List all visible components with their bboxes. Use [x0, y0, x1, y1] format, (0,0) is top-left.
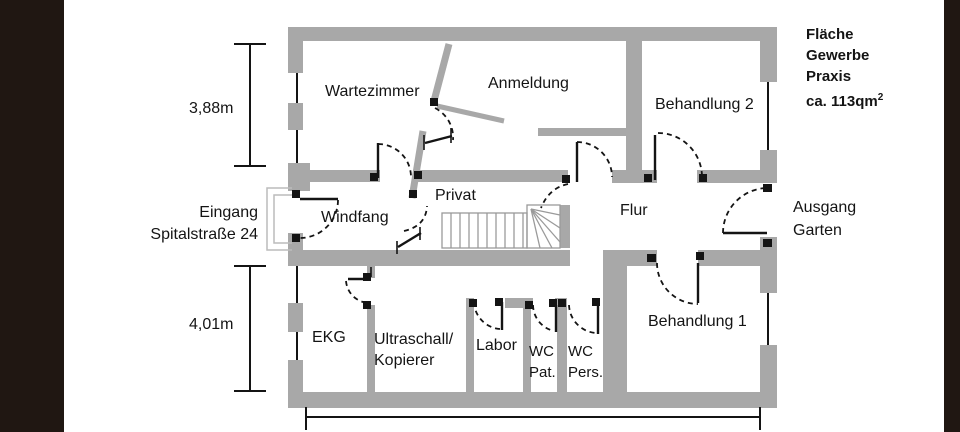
- room-label-wc-pers: WC Pers.: [568, 343, 604, 381]
- wall-left-segment-1: [288, 27, 303, 73]
- wall-privat-top: [418, 170, 568, 182]
- dimension-line-bottom: [305, 407, 761, 430]
- door-arc-ekg: [345, 280, 369, 304]
- room-label-wartezimmer: Wartezimmer: [325, 83, 420, 100]
- room-label-ultraschall-line2: Kopierer: [374, 352, 435, 369]
- exit-note-line2: Garten: [793, 222, 842, 239]
- wall-anmeldung-behandlung2-divider: [626, 41, 642, 172]
- wall-right-segment-4: [760, 345, 777, 408]
- right-letterbox-bar: [944, 0, 960, 432]
- room-label-windfang: Windfang: [321, 209, 389, 226]
- dimension-label-lower: 4,01m: [189, 316, 234, 333]
- interior-walls: [288, 41, 760, 392]
- wall-diagonal-wartezimmer-anmeldung: [430, 43, 453, 102]
- left-letterbox-bar: [0, 0, 64, 432]
- wall-windfang-top: [303, 170, 380, 182]
- door-arc-wc-pat: [532, 304, 555, 332]
- entrance-note-line2: Spitalstraße 24: [150, 226, 258, 243]
- door-leaf-windfang-privat: [397, 231, 422, 249]
- wall-right-segment-2: [760, 150, 777, 183]
- door-leaves: [300, 128, 767, 334]
- room-label-behandlung2: Behandlung 2: [655, 96, 754, 113]
- wall-anmeldung-counter: [538, 128, 628, 136]
- entrance-porch: [266, 187, 292, 251]
- windows: [296, 73, 769, 360]
- room-label-labor: Labor: [476, 337, 517, 354]
- door-arc-entrance: [299, 199, 339, 239]
- wall-labor-wcpat-divider: [523, 308, 531, 392]
- door-hinge-markers: [292, 98, 772, 309]
- area-note: Fläche Gewerbe Praxis ca. 113qm2: [806, 24, 883, 112]
- wall-anmeldung-desk: [436, 103, 505, 124]
- room-label-ekg: EKG: [312, 329, 346, 346]
- wall-corridor-bottom: [288, 250, 570, 266]
- stair-steps: [450, 213, 524, 248]
- wall-wcpat-wcpers-divider: [557, 308, 567, 392]
- room-label-ultraschall-line1: Ultraschall/: [374, 331, 454, 348]
- exit-note: Ausgang Garten: [793, 196, 856, 242]
- room-label-flur: Flur: [620, 202, 648, 219]
- wall-behandlung1-top-right: [698, 250, 760, 266]
- area-note-line4: ca. 113qm2: [806, 92, 884, 110]
- door-arc-flur-lower: [540, 183, 569, 209]
- door-arc-windfang-top: [377, 143, 412, 178]
- door-arcs: [299, 107, 769, 334]
- entrance-note-line1: Eingang: [199, 204, 258, 221]
- wall-right-segment-1: [760, 27, 777, 82]
- wall-stair-right: [560, 205, 570, 248]
- door-arc-wc-pers: [568, 304, 597, 334]
- area-note-line2: Gewerbe: [806, 47, 870, 64]
- door-arc-behandlung2: [657, 132, 703, 178]
- wall-ultraschall-labor-divider: [466, 298, 474, 392]
- staircase: [441, 204, 561, 249]
- dimension-line-upper: [234, 43, 266, 167]
- dimension-line-lower: [234, 265, 266, 392]
- stair-winder-rays: [530, 208, 561, 249]
- room-label-anmeldung: Anmeldung: [488, 75, 569, 92]
- entrance-note: Eingang Spitalstraße 24: [78, 202, 258, 246]
- room-label-ultraschall-kopierer: Ultraschall/ Kopierer: [374, 329, 453, 371]
- door-arc-labor: [473, 301, 501, 330]
- wall-left-segment-6: [288, 360, 303, 408]
- dimension-label-upper: 3,88m: [189, 100, 234, 117]
- door-arc-ausgang-garten: [722, 187, 769, 234]
- wall-diagonal-windfang-privat: [408, 130, 427, 199]
- dimension-lines: [234, 43, 761, 430]
- stairs-winder: [526, 204, 561, 249]
- room-label-privat: Privat: [435, 187, 476, 204]
- area-note-superscript: 2: [877, 92, 884, 103]
- room-label-behandlung1: Behandlung 1: [648, 313, 747, 330]
- porch-inner-outline: [273, 194, 292, 244]
- wall-wc-row-top-1: [505, 298, 533, 308]
- door-arc-windfang-privat: [403, 205, 428, 232]
- room-label-wc-pat: WC Pat.: [529, 343, 556, 381]
- door-arc-behandlung1: [656, 262, 699, 305]
- wall-ekg-ultraschall-divider: [367, 305, 375, 392]
- area-note-line3: Praxis: [806, 68, 852, 85]
- wall-behandlung2-bottom-right: [697, 170, 760, 183]
- wall-exterior-top: [288, 27, 777, 41]
- exit-note-line1: Ausgang: [793, 199, 857, 216]
- wall-left-segment-5: [288, 303, 303, 332]
- porch-outer-outline: [266, 187, 292, 251]
- door-leaf-wartezimmer: [424, 134, 453, 145]
- door-arc-flur-upper: [576, 141, 613, 178]
- wall-right-segment-3: [760, 237, 777, 293]
- area-note-line1: Fläche: [806, 26, 854, 43]
- wall-left-segment-2: [288, 103, 303, 130]
- wall-exterior-bottom: [288, 392, 777, 408]
- door-arc-wartezimmer-anmeldung: [434, 107, 454, 141]
- wall-shaft-column: [603, 250, 627, 392]
